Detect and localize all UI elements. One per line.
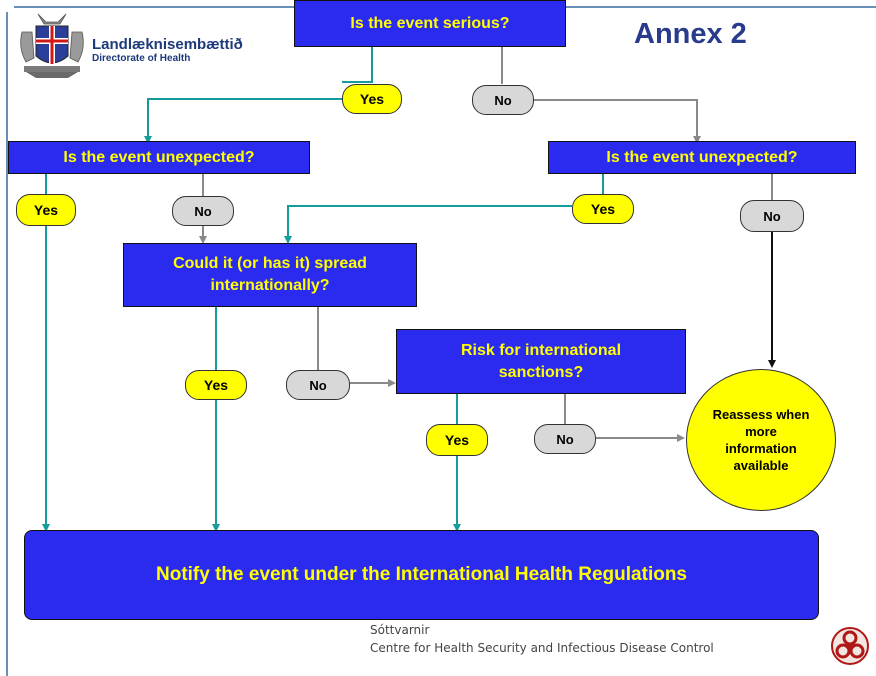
no-label-sanctions: No bbox=[534, 424, 596, 454]
biohazard-icon bbox=[831, 627, 869, 665]
no-label-spread: No bbox=[286, 370, 350, 400]
node-reassess: Reassess when more information available bbox=[686, 369, 836, 511]
node-spread: Could it (or has it) spread internationa… bbox=[123, 243, 417, 307]
node-unexpected-right: Is the event unexpected? bbox=[548, 141, 856, 174]
frame-left-line bbox=[6, 12, 8, 676]
node-unexpected-left: Is the event unexpected? bbox=[8, 141, 310, 174]
yes-label-serious: Yes bbox=[342, 84, 402, 114]
org-subtitle: Directorate of Health bbox=[92, 53, 191, 64]
node-sanctions: Risk for international sanctions? bbox=[396, 329, 686, 394]
no-label-unexpected-left: No bbox=[172, 196, 234, 226]
coat-of-arms-icon bbox=[20, 13, 84, 78]
node-notify: Notify the event under the International… bbox=[24, 530, 819, 620]
annex-title: Annex 2 bbox=[634, 18, 747, 50]
footer-line-2: Centre for Health Security and Infectiou… bbox=[370, 641, 714, 655]
yes-label-sanctions: Yes bbox=[426, 424, 488, 456]
no-label-serious: No bbox=[472, 85, 534, 115]
org-name: Landlæknisembættið bbox=[92, 36, 243, 53]
yes-label-unexpected-right: Yes bbox=[572, 194, 634, 224]
no-label-unexpected-right: No bbox=[740, 200, 804, 232]
yes-label-spread: Yes bbox=[185, 370, 247, 400]
footer-line-1: Sóttvarnir bbox=[370, 623, 430, 637]
yes-label-unexpected-left: Yes bbox=[16, 194, 76, 226]
node-serious: Is the event serious? bbox=[294, 0, 566, 47]
